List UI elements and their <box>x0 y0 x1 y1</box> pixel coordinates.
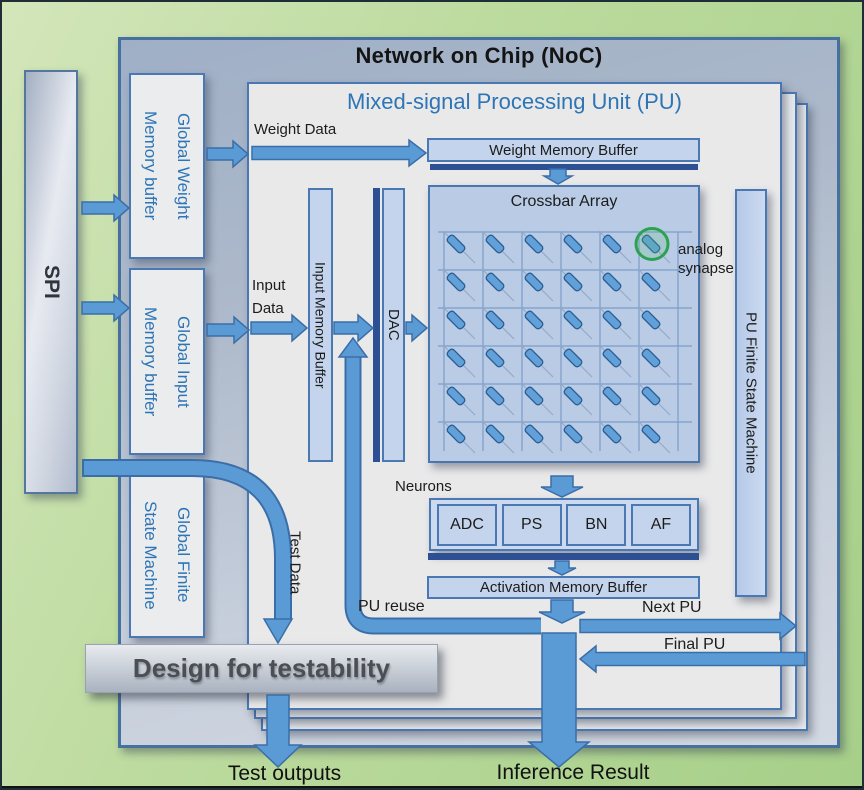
analog-synapse <box>442 230 476 264</box>
dac-label: DAC <box>385 309 402 341</box>
spi-bar: SPI <box>24 70 78 494</box>
neuron-unit-af: AF <box>630 503 691 546</box>
analog-synapse <box>559 268 593 302</box>
analog-synapse <box>520 306 554 340</box>
weight-memory-buffer-label: Weight Memory Buffer <box>489 141 638 159</box>
global-finite-state-machine-box: Global Finite State Machine <box>129 472 205 638</box>
analog-synapse <box>481 230 515 264</box>
global-weight-memory-buffer-label: Global Weight Memory buffer <box>141 111 194 221</box>
neuron-unit-bn: BN <box>566 503 627 546</box>
dac-accent-bar <box>373 188 380 462</box>
input-data-label: Input Data <box>252 277 286 317</box>
test-data-label: Test Data <box>286 531 304 595</box>
crossbar-array-box: Crossbar Array <box>428 185 700 463</box>
crossbar-array-title: Crossbar Array <box>510 193 618 210</box>
design-for-testability-box: Design for testability <box>85 644 438 693</box>
analog-synapse <box>637 344 671 378</box>
analog-synapse <box>442 268 476 302</box>
analog-synapse <box>520 268 554 302</box>
weight-bus-bar <box>430 164 698 170</box>
analog-synapse <box>481 420 515 454</box>
analog-synapse <box>598 344 632 378</box>
analog-synapse <box>481 268 515 302</box>
analog-synapse <box>442 344 476 378</box>
analog-synapse <box>481 382 515 416</box>
global-input-memory-buffer-box: Global Input Memory buffer <box>129 268 205 455</box>
input-memory-buffer-bar: Input Memory Buffer <box>308 188 333 462</box>
spi-label: SPI <box>40 265 63 299</box>
activation-memory-buffer: Activation Memory Buffer <box>427 576 700 599</box>
global-finite-state-machine-label: Global Finite State Machine <box>141 500 194 610</box>
analog-synapse <box>637 306 671 340</box>
test-outputs-label: Test outputs <box>227 762 342 785</box>
global-weight-memory-buffer-box: Global Weight Memory buffer <box>129 73 205 259</box>
analog-synapse <box>598 420 632 454</box>
pu-finite-state-machine-bar: PU Finite State Machine <box>735 189 767 597</box>
weight-data-label: Weight Data <box>254 121 337 138</box>
neurons-box: ADC PS BN AF <box>429 498 699 551</box>
analog-synapse <box>481 306 515 340</box>
neuron-unit-adc: ADC <box>437 503 497 546</box>
pu-reuse-label: PU reuse <box>358 598 425 615</box>
analog-synapse <box>598 306 632 340</box>
analog-synapse <box>520 344 554 378</box>
weight-memory-buffer: Weight Memory Buffer <box>427 138 700 162</box>
analog-synapse <box>637 268 671 302</box>
crossbar-grid <box>438 230 692 454</box>
pu-title: Mixed-signal Processing Unit (PU) <box>347 89 682 114</box>
analog-synapse <box>481 344 515 378</box>
analog-synapse <box>442 306 476 340</box>
analog-synapse <box>559 306 593 340</box>
analog-synapse <box>637 230 671 264</box>
analog-synapse <box>598 230 632 264</box>
dac-bar: DAC <box>382 188 405 462</box>
neurons-bus-bar <box>428 553 699 560</box>
analog-synapse <box>559 344 593 378</box>
analog-synapse <box>637 382 671 416</box>
global-input-memory-buffer-label: Global Input Memory buffer <box>141 306 194 417</box>
pu-finite-state-machine-label: PU Finite State Machine <box>742 312 760 474</box>
analog-synapse <box>442 382 476 416</box>
activation-memory-buffer-label: Activation Memory Buffer <box>479 579 648 596</box>
analog-synapse <box>559 230 593 264</box>
analog-synapse-label: analog synapse <box>678 241 734 277</box>
noc-title: Network on Chip (NoC) <box>355 43 603 68</box>
analog-synapse <box>559 420 593 454</box>
next-pu-label: Next PU <box>642 599 702 616</box>
neurons-label: Neurons <box>395 478 452 495</box>
analog-synapse <box>598 268 632 302</box>
input-memory-buffer-label: Input Memory Buffer <box>312 261 329 389</box>
analog-synapse <box>442 420 476 454</box>
analog-synapse <box>520 230 554 264</box>
neuron-unit-ps: PS <box>501 503 562 546</box>
inference-result-label: Inference Result <box>496 761 650 784</box>
analog-synapse <box>520 382 554 416</box>
analog-synapse <box>598 382 632 416</box>
analog-synapse <box>559 382 593 416</box>
final-pu-label: Final PU <box>664 636 726 653</box>
analog-synapse <box>637 420 671 454</box>
analog-synapse <box>520 420 554 454</box>
design-for-testability-label: Design for testability <box>132 653 391 683</box>
bottom-rule <box>2 786 862 788</box>
